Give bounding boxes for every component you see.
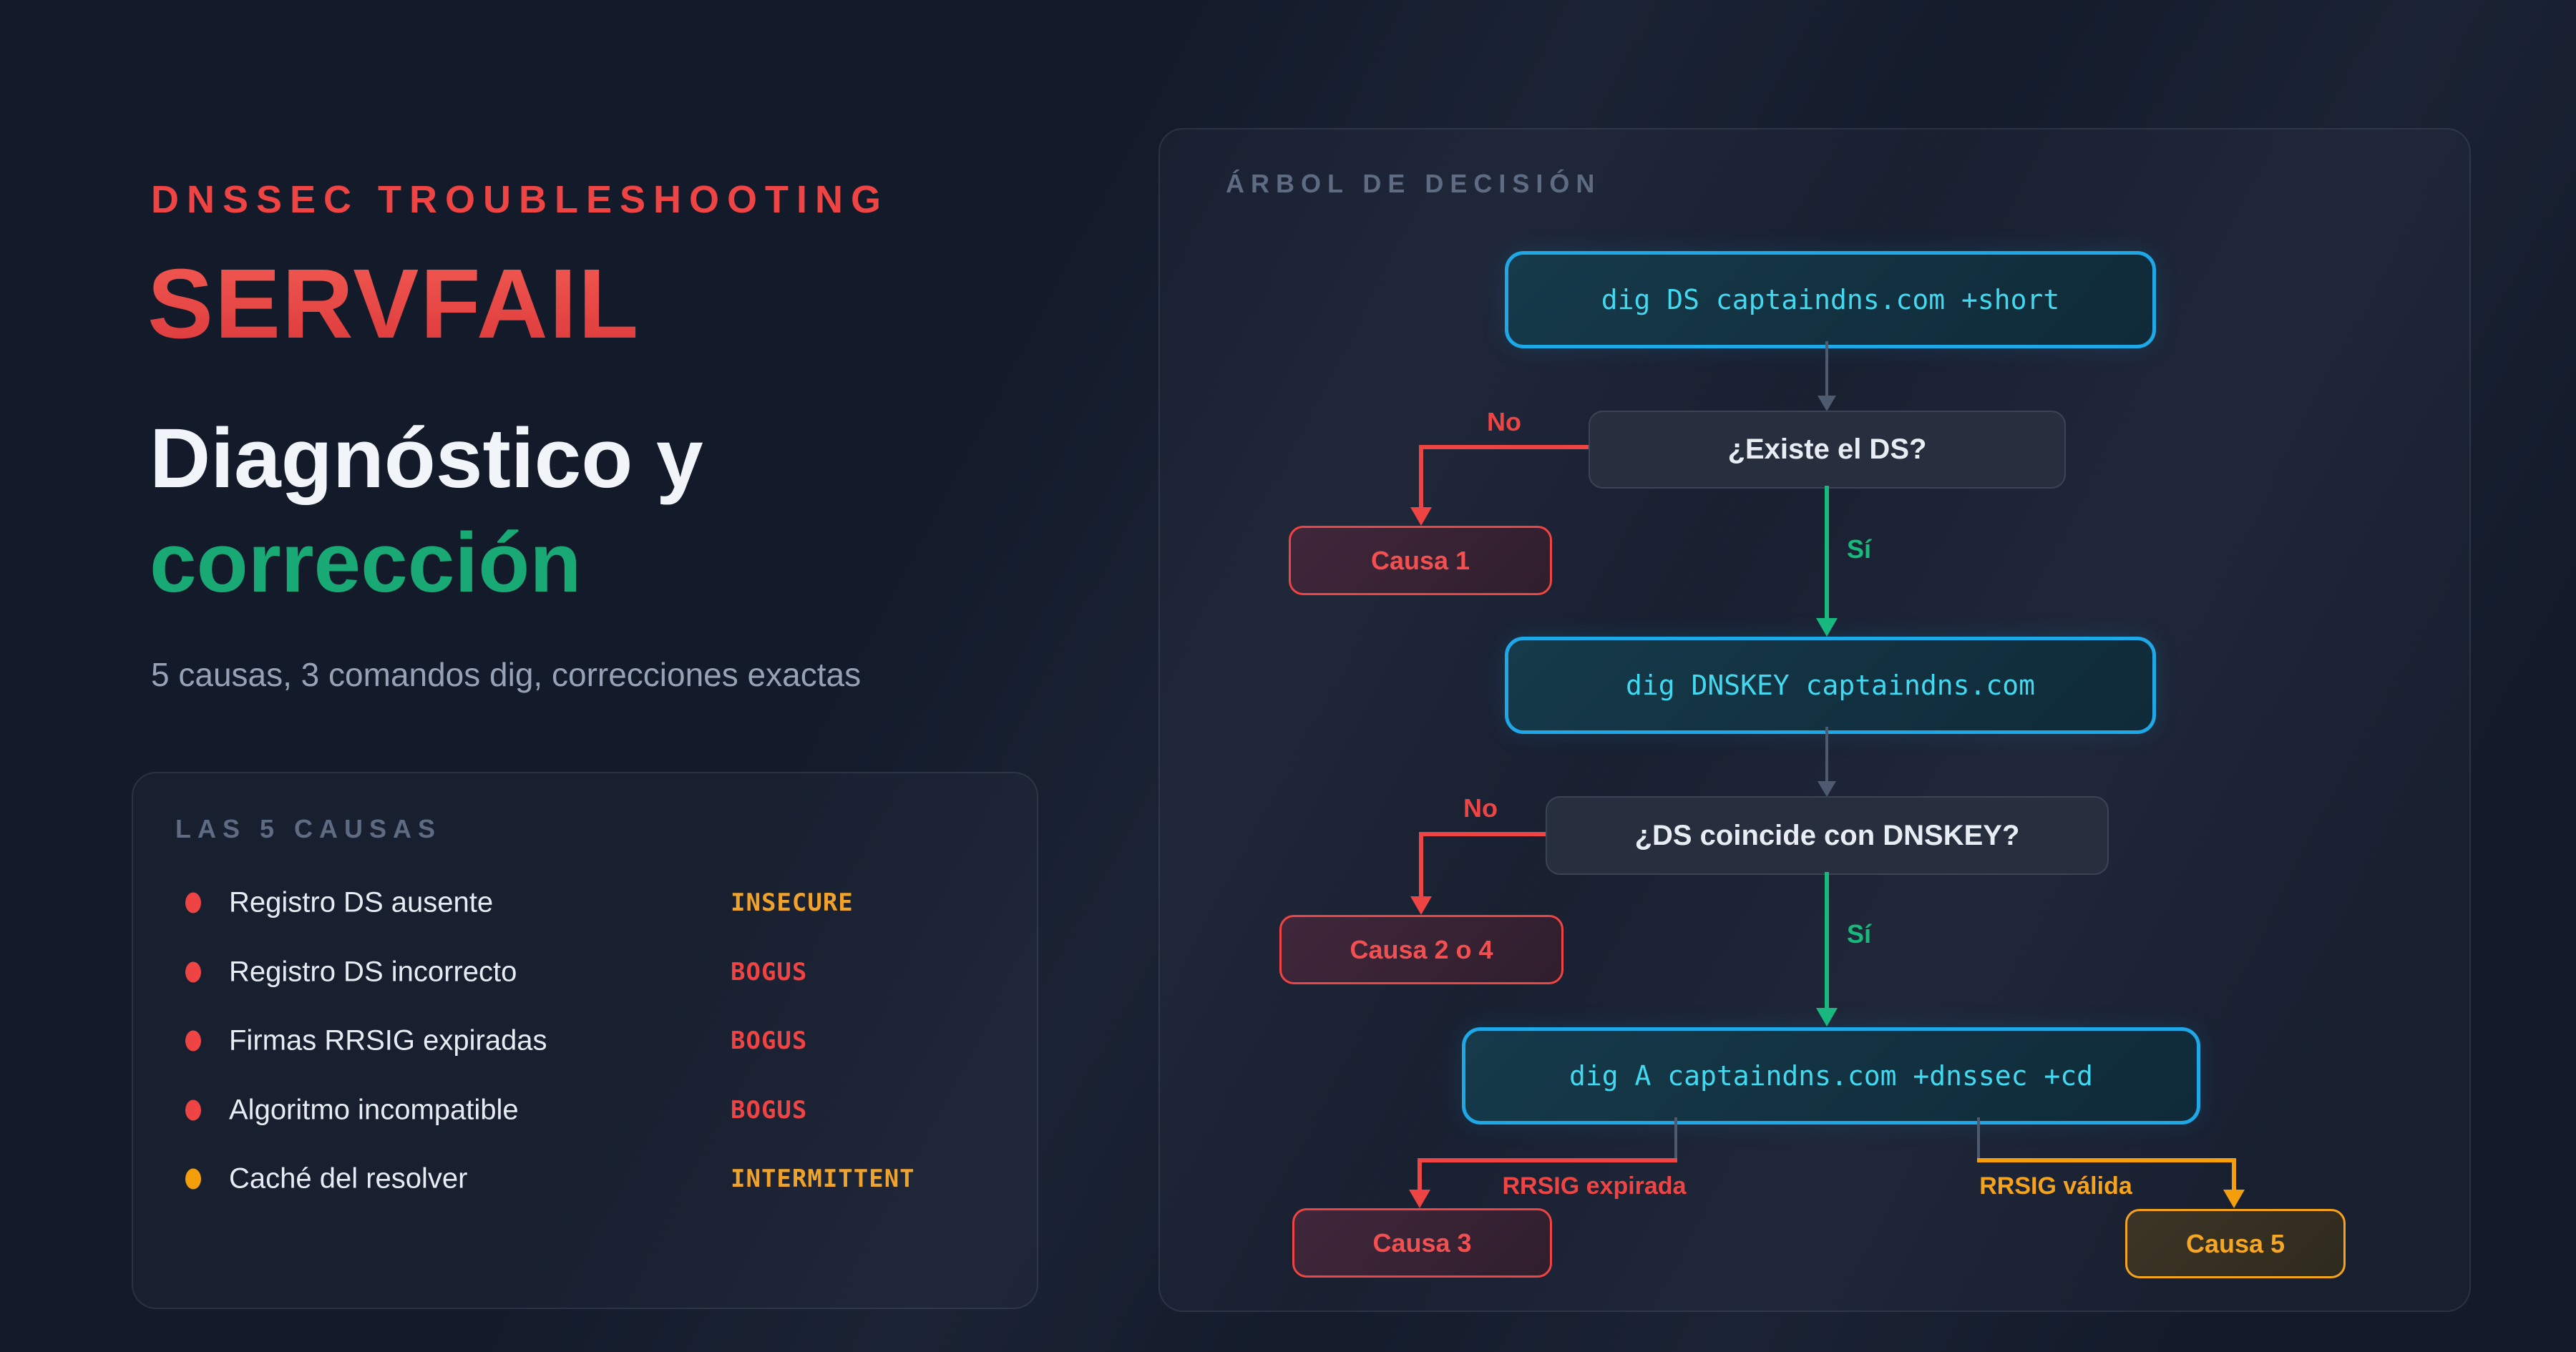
arrow-down-icon — [1818, 396, 1836, 411]
decision-tree-panel: ÁRBOL DE DECISIÓN dig DS captaindns.com … — [1158, 128, 2471, 1312]
edge-q2-no — [1419, 832, 1546, 836]
bullet-icon — [185, 1168, 201, 1190]
arrow-down-icon — [1816, 1008, 1838, 1027]
node-command-dig-ds: dig DS captaindns.com +short — [1505, 251, 2156, 348]
cause-row: Caché del resolver INTERMITTENT — [133, 1159, 1037, 1199]
node-causa-2-or-4: Causa 2 o 4 — [1279, 915, 1563, 984]
causes-panel: LAS 5 CAUSAS Registro DS ausente INSECUR… — [132, 772, 1038, 1309]
edge-q1-no — [1419, 445, 1589, 449]
cause-label: Firmas RRSIG expiradas — [229, 1024, 547, 1057]
edge-rrsig-expired — [1418, 1158, 1422, 1191]
bullet-icon — [185, 892, 201, 913]
kicker: DNSSEC TROUBLESHOOTING — [151, 178, 889, 221]
node-command-dig-a-dnssec: dig A captaindns.com +dnssec +cd — [1462, 1027, 2200, 1125]
cause-status-badge: INTERMITTENT — [731, 1165, 915, 1193]
edge-cmd3-right-stub — [1977, 1117, 1980, 1158]
headline-line1: Diagnóstico y — [150, 411, 703, 506]
arrow-down-icon — [1816, 618, 1838, 637]
tree-panel-header: ÁRBOL DE DECISIÓN — [1226, 169, 1601, 198]
edge-q1-no — [1419, 445, 1423, 508]
branch-label-no: No — [1487, 407, 1521, 436]
cause-row: Algoritmo incompatible BOGUS — [133, 1090, 1037, 1130]
bullet-icon — [185, 1099, 201, 1121]
node-question-ds-exists: ¿Existe el DS? — [1589, 411, 2066, 489]
bullet-icon — [185, 961, 201, 983]
branch-label-yes: Sí — [1847, 919, 1872, 949]
node-question-ds-matches: ¿DS coincide con DNSKEY? — [1546, 796, 2109, 875]
edge-q1-yes — [1825, 486, 1829, 619]
headline-line2: corrección — [150, 516, 582, 610]
headline: Diagnóstico y corrección — [150, 406, 703, 615]
arrow-down-icon — [1409, 1190, 1430, 1208]
cause-label: Registro DS ausente — [229, 886, 494, 919]
node-causa-1: Causa 1 — [1289, 526, 1552, 595]
node-command-dig-dnskey: dig DNSKEY captaindns.com — [1505, 637, 2156, 734]
arrow-down-icon — [1818, 781, 1836, 797]
edge-cmd2-to-q2 — [1825, 727, 1828, 783]
edge-q2-yes — [1825, 872, 1829, 1009]
edge-rrsig-valid — [2232, 1158, 2236, 1191]
cause-status-badge: BOGUS — [731, 958, 808, 986]
edge-q2-no — [1419, 832, 1423, 897]
cause-status-badge: INSECURE — [731, 888, 854, 917]
edge-cmd1-to-q1 — [1825, 341, 1828, 397]
cause-row: Registro DS incorrecto BOGUS — [133, 952, 1037, 992]
edge-rrsig-valid — [1977, 1158, 2236, 1162]
node-causa-5: Causa 5 — [2125, 1209, 2346, 1278]
branch-label-yes: Sí — [1847, 534, 1872, 564]
cause-label: Caché del resolver — [229, 1162, 468, 1195]
node-causa-3: Causa 3 — [1292, 1208, 1552, 1278]
arrow-down-icon — [1410, 896, 1432, 915]
cause-row: Registro DS ausente INSECURE — [133, 883, 1037, 923]
arrow-down-icon — [2223, 1190, 2245, 1208]
cause-status-badge: BOGUS — [731, 1027, 808, 1055]
cause-status-badge: BOGUS — [731, 1096, 808, 1125]
page-title: SERVFAIL — [147, 249, 640, 359]
edge-cmd3-left-stub — [1674, 1117, 1677, 1158]
cause-row: Firmas RRSIG expiradas BOGUS — [133, 1021, 1037, 1061]
causes-panel-header: LAS 5 CAUSAS — [175, 814, 442, 843]
cause-label: Algoritmo incompatible — [229, 1094, 519, 1126]
branch-label-rrsig-expired: RRSIG expirada — [1502, 1172, 1687, 1200]
branch-label-rrsig-valid: RRSIG válida — [1979, 1172, 2132, 1200]
tagline: 5 causas, 3 comandos dig, correcciones e… — [151, 656, 862, 693]
cause-label: Registro DS incorrecto — [229, 956, 517, 988]
branch-label-no: No — [1463, 793, 1498, 823]
bullet-icon — [185, 1030, 201, 1052]
edge-rrsig-expired — [1418, 1158, 1677, 1162]
arrow-down-icon — [1410, 507, 1432, 526]
